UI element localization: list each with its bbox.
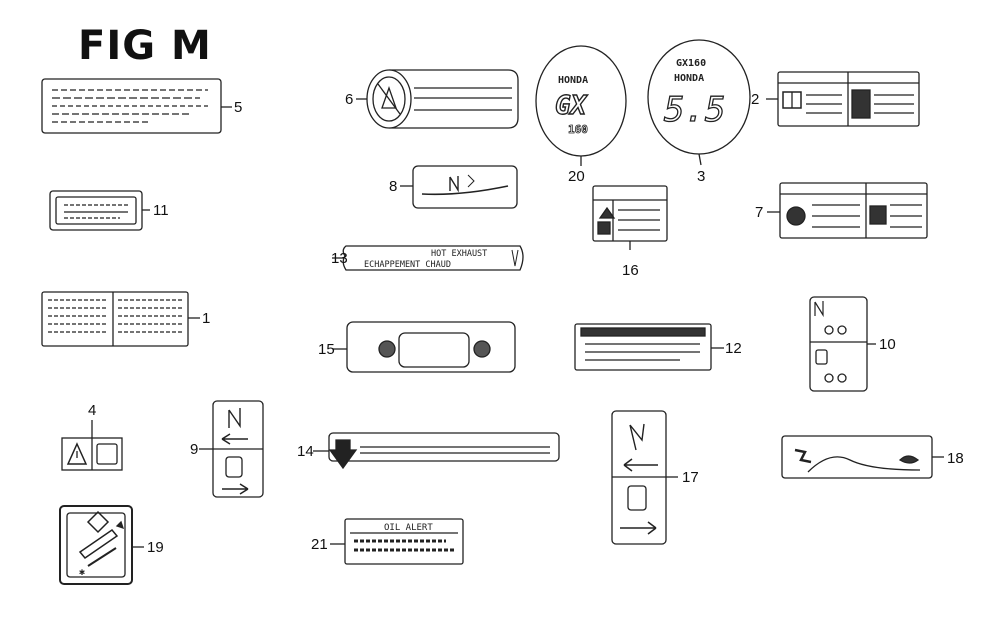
decal-4[interactable] — [61, 420, 123, 471]
decal-1[interactable] — [41, 291, 200, 347]
decal-2[interactable] — [766, 71, 920, 127]
callout-4: 4 — [88, 402, 97, 419]
svg-text:✱: ✱ — [79, 567, 85, 578]
decal-19[interactable]: ✱ — [59, 505, 144, 585]
emblem-3-top: GX160 — [676, 58, 706, 69]
callout-7: 7 — [755, 204, 764, 221]
emblem-20-brand: HONDA — [558, 75, 588, 86]
emblem-20-model: GX — [555, 91, 589, 121]
decal-15[interactable] — [333, 321, 516, 373]
decal-12[interactable] — [574, 323, 724, 371]
decal-14[interactable] — [313, 432, 560, 470]
decal-21[interactable] — [330, 518, 464, 565]
emblem-3[interactable] — [647, 39, 751, 166]
callout-3: 3 — [697, 168, 706, 185]
decal-5[interactable] — [41, 78, 232, 134]
decal-10[interactable] — [809, 296, 876, 392]
callout-12: 12 — [725, 340, 742, 357]
callout-14: 14 — [297, 443, 314, 460]
hot-exhaust-text: HOT EXHAUST — [431, 249, 487, 259]
emblem-3-brand: HONDA — [674, 73, 704, 84]
oil-alert-text: OIL ALERT — [384, 523, 433, 533]
decal-17[interactable] — [611, 410, 678, 545]
callout-2: 2 — [751, 91, 760, 108]
decal-6[interactable] — [356, 69, 519, 129]
emblem-3-model: 5.5 — [664, 90, 725, 130]
callout-6: 6 — [345, 91, 354, 108]
emblem-20-size: 160 — [568, 123, 588, 136]
callout-13: 13 — [331, 250, 348, 267]
callout-19: 19 — [147, 539, 164, 556]
decal-13[interactable] — [332, 245, 524, 271]
callout-11: 11 — [153, 202, 169, 219]
callout-20: 20 — [568, 168, 585, 185]
callout-15: 15 — [318, 341, 335, 358]
callout-18: 18 — [947, 450, 964, 467]
callout-9: 9 — [190, 441, 199, 458]
decal-11[interactable] — [49, 190, 150, 231]
emblem-20[interactable] — [535, 45, 627, 166]
decal-9[interactable] — [199, 400, 264, 498]
decal-7[interactable] — [767, 182, 928, 239]
callout-17: 17 — [682, 469, 699, 486]
callout-21: 21 — [311, 536, 328, 553]
callout-8: 8 — [389, 178, 398, 195]
callout-16: 16 — [622, 262, 639, 279]
decal-8[interactable] — [400, 165, 518, 209]
callout-5: 5 — [234, 99, 243, 116]
decal-18[interactable] — [781, 435, 944, 479]
decal-16[interactable] — [592, 185, 668, 250]
callout-1: 1 — [202, 310, 211, 327]
echappement-text: ECHAPPEMENT CHAUD — [364, 260, 451, 270]
figure-title: FIG M — [78, 23, 212, 69]
callout-10: 10 — [879, 336, 896, 353]
